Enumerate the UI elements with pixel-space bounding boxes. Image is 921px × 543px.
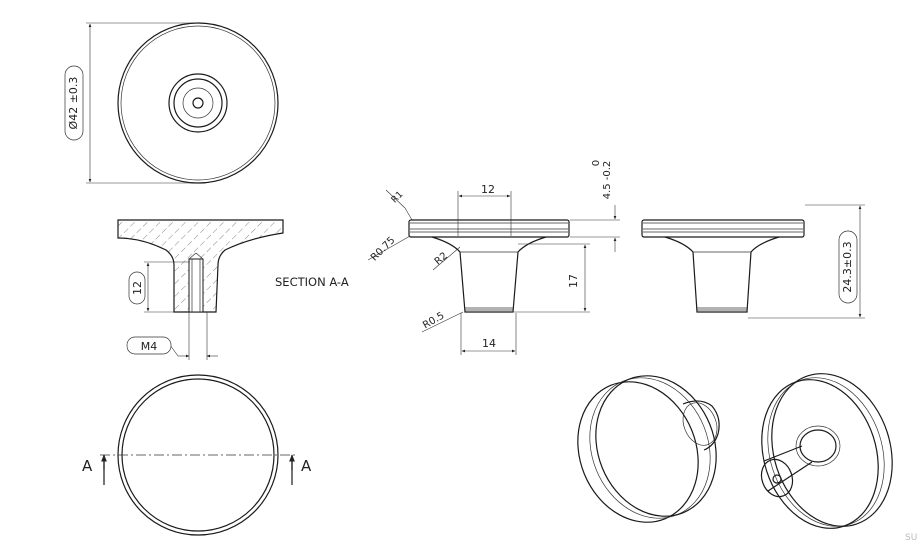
corner-mark: SU	[905, 533, 917, 543]
cut-label-left: A	[82, 457, 93, 475]
radius-r05-label: R0.5	[421, 310, 446, 331]
isometric-front	[577, 375, 720, 523]
side-view: 24.3±0.3	[641, 204, 865, 319]
radius-r075-label: R0.75	[369, 235, 397, 263]
shaft-height-dimension: 17	[567, 274, 580, 288]
section-view: 12 M4 SECTION A-A	[117, 219, 349, 360]
thread-depth-dimension: 12	[131, 281, 144, 295]
bottom-view: A A	[82, 374, 312, 536]
section-label: SECTION A-A	[275, 275, 349, 289]
thread-label-box	[126, 336, 172, 355]
cap-thickness-dimension: 4.5 -0.2	[602, 161, 613, 200]
height-dimension-box	[838, 230, 858, 304]
isometric-back	[760, 373, 893, 529]
height-dimension: 24.3±0.3	[841, 241, 854, 292]
cap-thickness-upper-tol: 0	[591, 160, 602, 166]
radius-r2-label: R2	[433, 251, 450, 268]
cut-label-right: A	[301, 457, 312, 475]
base-width-dimension: 14	[482, 337, 496, 350]
thread-depth-box	[128, 271, 146, 305]
top-width-dimension: 12	[481, 183, 495, 196]
front-view: 12 14 17 0 4.5 -0.2 R1 R0.75 R2 R0.5	[367, 160, 620, 355]
top-view: Ø42 ±0.3	[64, 22, 279, 184]
thread-label: M4	[141, 340, 158, 353]
radius-r1-label: R1	[390, 190, 406, 206]
diameter-dimension: Ø42 ±0.3	[67, 77, 80, 130]
diameter-dimension-box	[64, 65, 84, 141]
